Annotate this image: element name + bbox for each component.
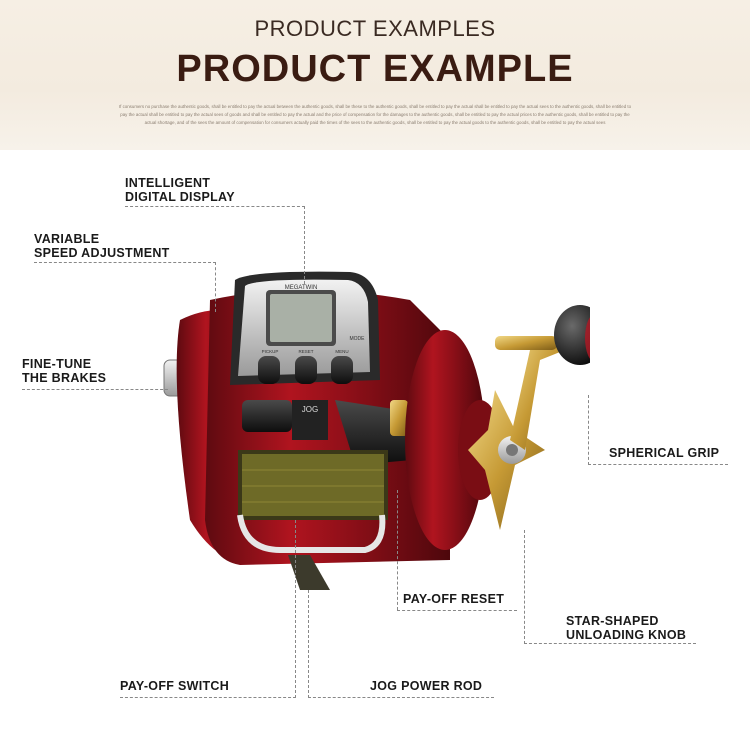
leader-star-knob-rise — [524, 530, 525, 644]
fishing-reel-image: MEGATWIN MODE PICKUP RESET MENU JOG — [163, 271, 590, 590]
mode-label: MODE — [350, 336, 366, 342]
leader-spherical-grip-rise — [588, 395, 589, 465]
leader-spherical-grip — [588, 464, 728, 465]
leader-payoff-switch-rise — [295, 520, 296, 698]
callout-star-knob: STAR-SHAPED UNLOADING KNOB — [566, 614, 686, 642]
callout-variable-speed-line2: SPEED ADJUSTMENT — [34, 246, 170, 260]
callout-jog-rod: JOG POWER ROD — [370, 679, 483, 693]
callout-digital-display: INTELLIGENT DIGITAL DISPLAY — [125, 176, 235, 204]
callout-fine-tune: FINE-TUNE THE BRAKES — [22, 357, 106, 385]
leader-star-knob — [524, 643, 696, 644]
leader-fine-tune — [22, 389, 168, 390]
header-fine-print: If consumers no purchase the authentic g… — [118, 104, 632, 125]
brand-text: MEGATWIN — [285, 285, 318, 291]
callout-star-knob-line1: STAR-SHAPED — [566, 614, 659, 628]
callout-digital-display-line1: INTELLIGENT — [125, 176, 211, 190]
callout-digital-display-line2: DIGITAL DISPLAY — [125, 190, 235, 204]
callout-fine-tune-line2: THE BRAKES — [22, 371, 107, 385]
header-title: PRODUCT EXAMPLE — [176, 48, 574, 90]
callout-payoff-switch: PAY-OFF SWITCH — [120, 679, 230, 693]
callout-star-knob-line2: UNLOADING KNOB — [566, 628, 687, 642]
menu-label: MENU — [335, 349, 348, 354]
callout-variable-speed: VARIABLE SPEED ADJUSTMENT — [34, 232, 170, 260]
callout-payoff-reset: PAY-OFF RESET — [403, 592, 505, 606]
leader-digital-display-drop — [304, 206, 305, 284]
leader-variable-speed-drop — [215, 262, 216, 312]
leader-payoff-switch — [120, 697, 296, 698]
leader-digital-display — [125, 206, 305, 207]
jog-label: JOG — [302, 405, 318, 414]
callout-fine-tune-line1: FINE-TUNE — [22, 357, 92, 371]
leader-payoff-reset-rise — [397, 490, 398, 610]
pickup-label: PICKUP — [262, 349, 279, 354]
callout-spherical-grip: SPHERICAL GRIP — [609, 446, 720, 460]
leader-payoff-reset — [397, 610, 517, 611]
reset-label: RESET — [298, 349, 313, 354]
header-subtitle: PRODUCT EXAMPLES — [254, 16, 496, 41]
leader-jog-rod — [308, 697, 494, 698]
leader-jog-rod-rise — [308, 590, 309, 698]
leader-variable-speed — [34, 262, 216, 263]
callout-variable-speed-line1: VARIABLE — [34, 232, 100, 246]
header-banner: PRODUCT EXAMPLES PRODUCT EXAMPLE If cons… — [0, 0, 750, 150]
